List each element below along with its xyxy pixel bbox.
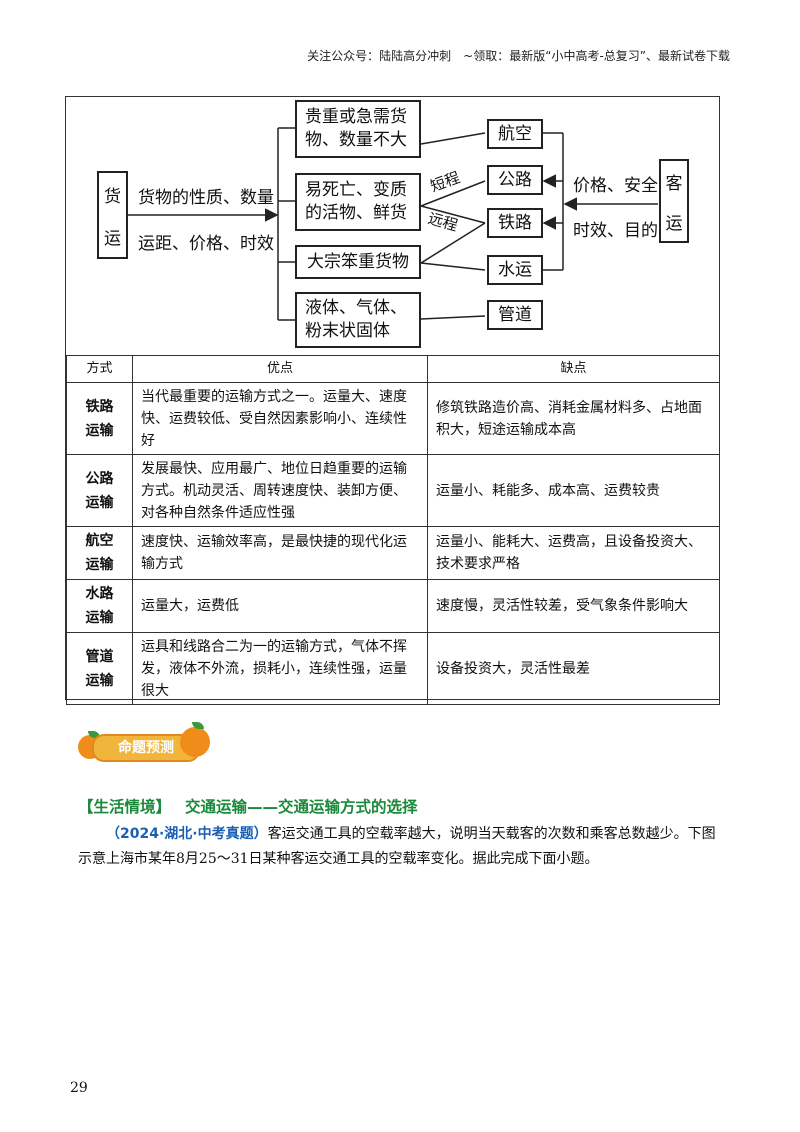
- mode-water-box: 水运: [487, 255, 543, 285]
- content-frame: 货 运 货物的性质、数量 运距、价格、时效 贵重或急需货物、数量不大 易死亡、变…: [65, 96, 721, 705]
- pros-cell: 发展最快、应用最广、地位日趋重要的运输方式。机动灵活、周转速度快、装卸方便、对各…: [132, 454, 428, 527]
- cargo-perishable-box: 易死亡、变质的活物、鲜货: [295, 173, 421, 231]
- cons-cell: 运量小、耗能多、成本高、运费较贵: [427, 454, 720, 527]
- page-number: 29: [70, 1080, 88, 1096]
- cons-cell: 设备投资大，灵活性最差: [427, 632, 720, 705]
- question-text: 客运交通工具的空载率越大，说明当天载客的次数和乘客总数越少。下图示意上海市某年8…: [78, 826, 716, 867]
- passenger-char-1: 客: [665, 173, 683, 194]
- table-row: 水路运输 运量大，运费低 速度慢，灵活性较差，受气象条件影响大: [66, 579, 720, 633]
- mode-cell: 公路运输: [66, 454, 133, 527]
- mode-air-box: 航空: [487, 119, 543, 149]
- page-header: 关注公众号：陆陆高分冲刺 ~领取：最新版“小中高考-总复习”、最新试卷下载: [307, 49, 730, 63]
- pros-cell: 速度快、运输效率高，是最快捷的现代化运输方式: [132, 526, 428, 580]
- cons-cell: 修筑铁路造价高、消耗金属材料多、占地面积大，短途运输成本高: [427, 382, 720, 455]
- cons-cell: 运量小、能耗大、运费高，且设备投资大、技术要求严格: [427, 526, 720, 580]
- mode-cell: 航空运输: [66, 526, 133, 580]
- passenger-box: 客 运: [659, 159, 689, 243]
- freight-char-2: 运: [104, 228, 121, 249]
- scene-title: 交通运输——交通运输方式的选择: [185, 798, 418, 816]
- freight-factor-top: 货物的性质、数量: [138, 188, 274, 208]
- table-row: 管道运输 运具和线路合二为一的运输方式，气体不挥发，液体不外流，损耗小，连续性强…: [66, 632, 720, 705]
- freight-char-1: 货: [104, 186, 121, 207]
- cargo-fluid-box: 液体、气体、粉末状固体: [295, 292, 421, 348]
- orange-right-icon: [180, 727, 210, 757]
- mode-cell: 管道运输: [66, 632, 133, 705]
- prediction-badge: 命题预测: [78, 722, 210, 767]
- scene-tag: 【生活情境】: [78, 798, 172, 816]
- transport-comparison-table: 方式 优点 缺点 铁路运输 当代最重要的运输方式之一。运量大、速度快、运费较低、…: [66, 355, 720, 705]
- leaf-left-icon: [88, 731, 100, 738]
- table-header-row: 方式 优点 缺点: [66, 355, 720, 383]
- header-mode: 方式: [66, 355, 133, 383]
- table-row: 铁路运输 当代最重要的运输方式之一。运量大、速度快、运费较低、受自然因素影响小、…: [66, 382, 720, 455]
- header-cons: 缺点: [427, 355, 720, 383]
- pros-cell: 当代最重要的运输方式之一。运量大、速度快、运费较低、受自然因素影响小、连续性好: [132, 382, 428, 455]
- cargo-bulk-box: 大宗笨重货物: [295, 245, 421, 279]
- mode-road-box: 公路: [487, 165, 543, 195]
- passenger-factor-bottom: 时效、目的: [573, 221, 658, 241]
- mode-cell: 铁路运输: [66, 382, 133, 455]
- cons-cell: 速度慢，灵活性较差，受气象条件影响大: [427, 579, 720, 633]
- question-source: （2024·湖北·中考真题）: [106, 826, 268, 842]
- passenger-char-2: 运: [665, 213, 683, 234]
- freight-factor-bottom: 运距、价格、时效: [138, 234, 274, 254]
- scene-heading: 【生活情境】交通运输——交通运输方式的选择: [78, 795, 418, 817]
- mode-cell: 水路运输: [66, 579, 133, 633]
- passenger-factor-top: 价格、安全: [573, 176, 658, 196]
- leaf-right-icon: [192, 722, 204, 729]
- header-pros: 优点: [132, 355, 428, 383]
- freight-box: 货 运: [97, 171, 128, 259]
- table-row: 航空运输 速度快、运输效率高，是最快捷的现代化运输方式 运量小、能耗大、运费高，…: [66, 526, 720, 580]
- mode-rail-box: 铁路: [487, 208, 543, 238]
- transport-choice-diagram: 货 运 货物的性质、数量 运距、价格、时效 贵重或急需货物、数量不大 易死亡、变…: [66, 97, 721, 355]
- table-row: 公路运输 发展最快、应用最广、地位日趋重要的运输方式。机动灵活、周转速度快、装卸…: [66, 454, 720, 527]
- mode-pipe-box: 管道: [487, 300, 543, 330]
- cargo-valuable-box: 贵重或急需货物、数量不大: [295, 100, 421, 158]
- pros-cell: 运量大，运费低: [132, 579, 428, 633]
- diagram-connectors: [128, 127, 658, 321]
- question-paragraph: （2024·湖北·中考真题）客运交通工具的空载率越大，说明当天载客的次数和乘客总…: [78, 822, 728, 872]
- pros-cell: 运具和线路合二为一的运输方式，气体不挥发，液体不外流，损耗小，连续性强，运量很大: [132, 632, 428, 705]
